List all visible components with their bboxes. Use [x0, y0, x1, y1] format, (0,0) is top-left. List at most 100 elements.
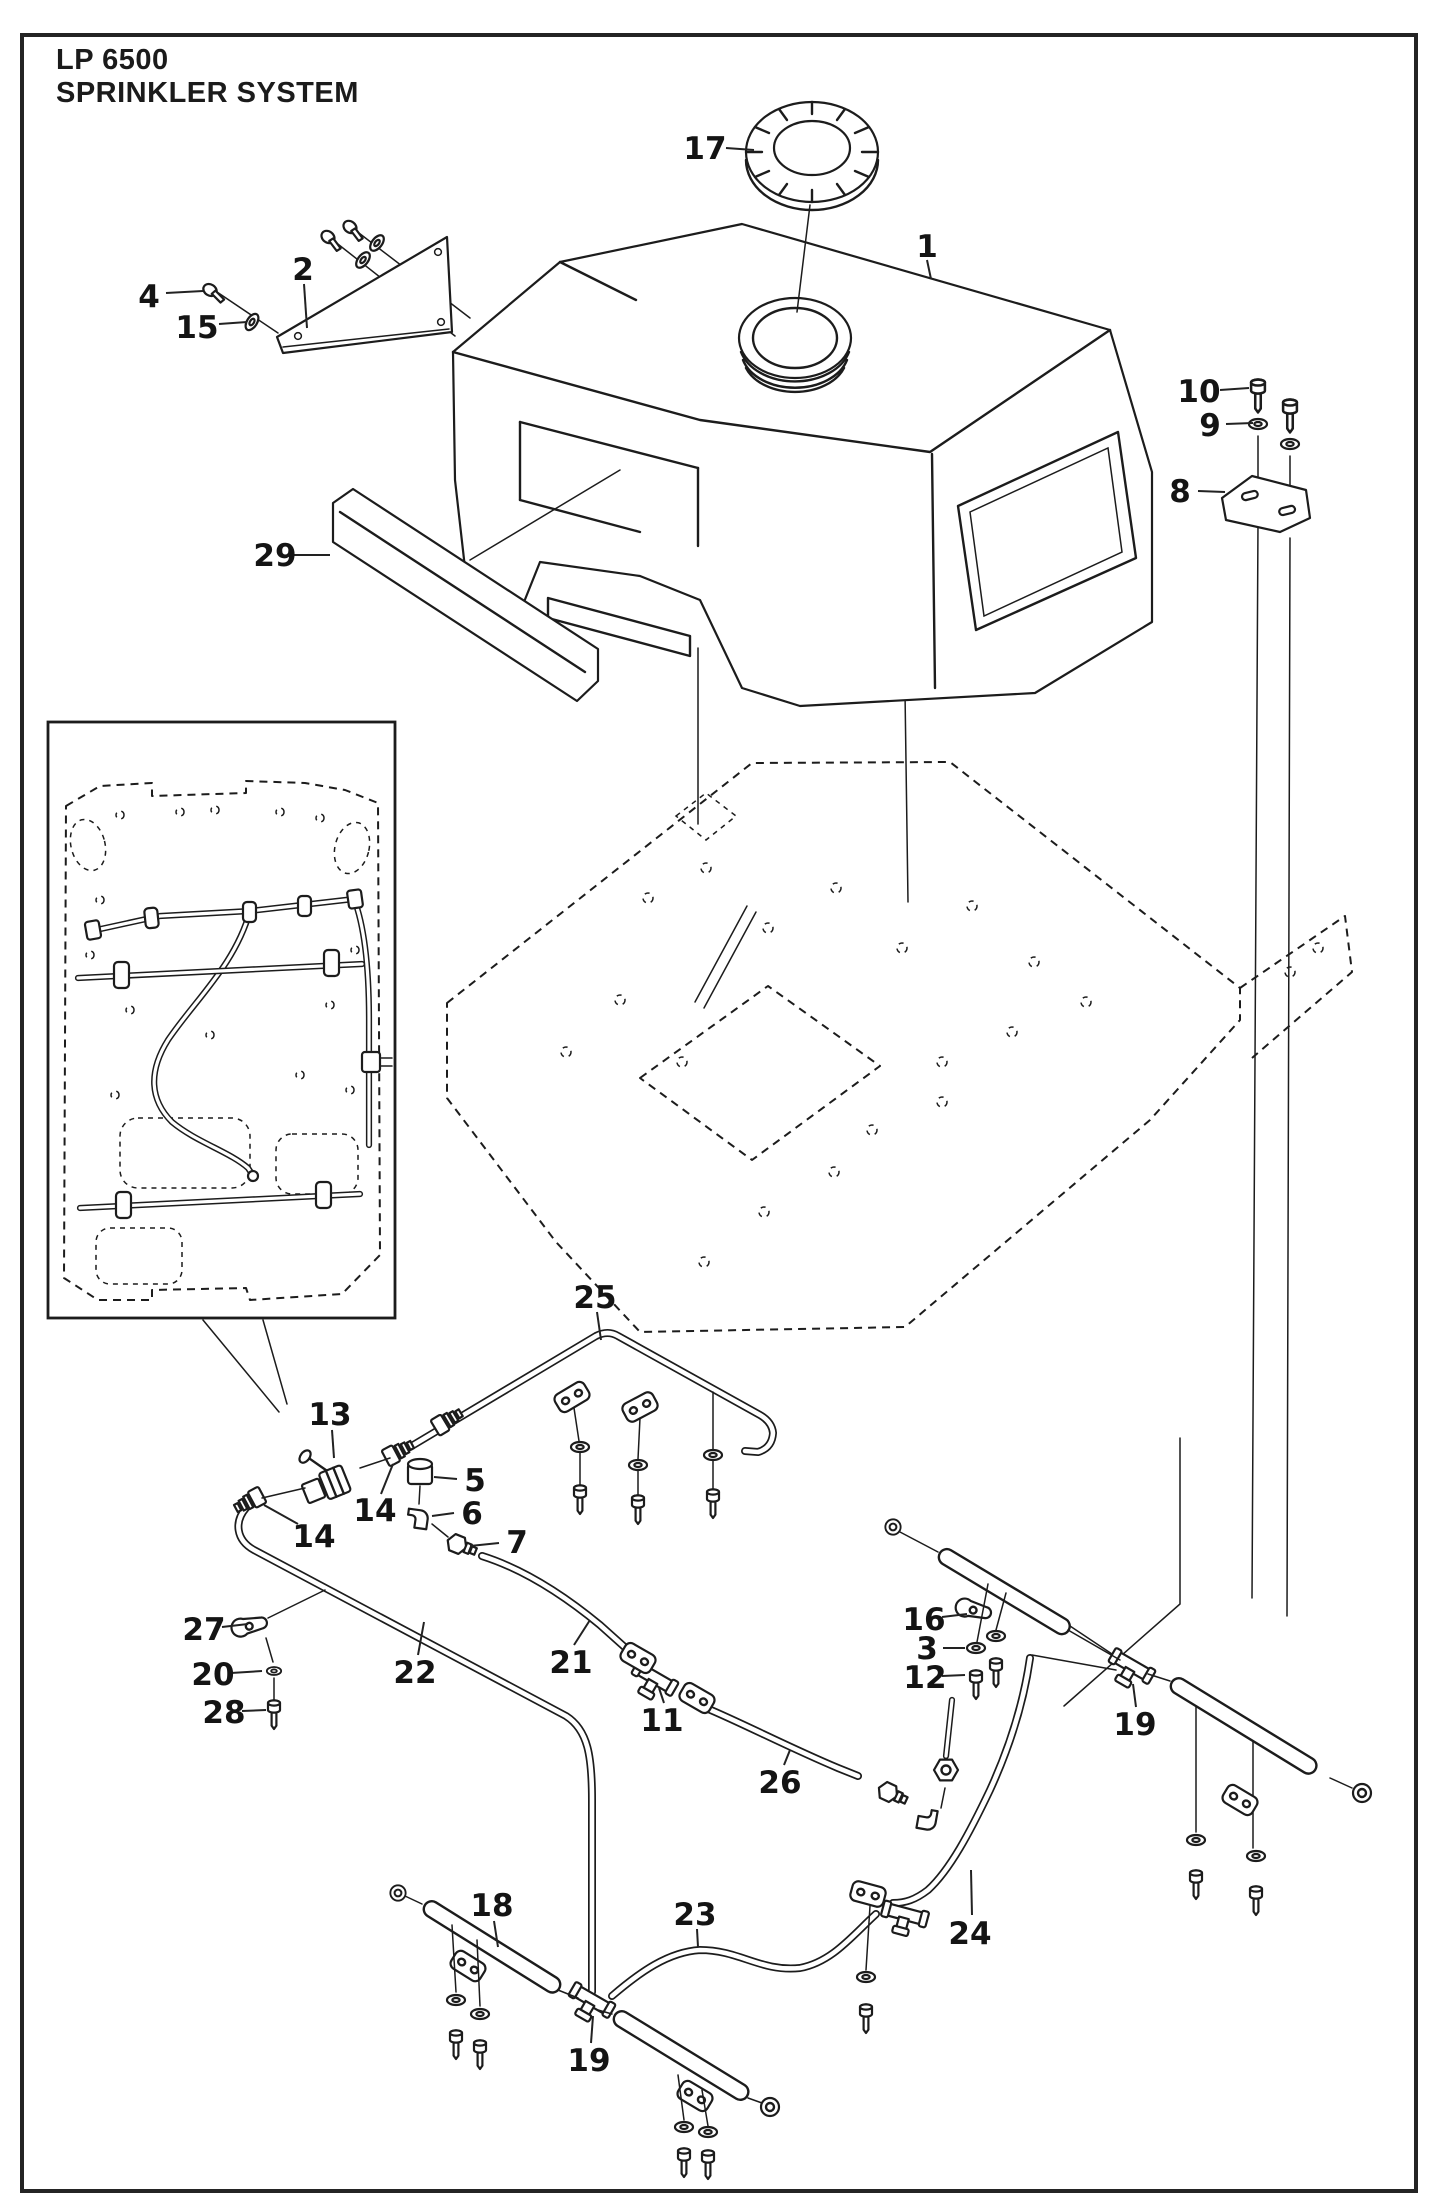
- leader-line: [725, 147, 755, 151]
- leader-line: [331, 1429, 335, 1459]
- part-label-23: 23: [673, 1897, 716, 1933]
- part-label-21: 21: [549, 1645, 592, 1681]
- tank-cap: [744, 100, 880, 313]
- part-label-10: 10: [1177, 374, 1220, 410]
- bolt: [1188, 1869, 1204, 1901]
- bolt: [705, 1488, 721, 1520]
- panel-washer: [366, 231, 388, 255]
- side-bar: [331, 469, 621, 703]
- leader-line: [1219, 387, 1250, 391]
- washer-3: [965, 1641, 987, 1655]
- bolt: [572, 1484, 588, 1516]
- part-label-7: 7: [506, 1525, 528, 1561]
- part-label-1: 1: [916, 229, 938, 265]
- fitting-14: [230, 1485, 268, 1518]
- washer: [985, 1629, 1007, 1643]
- part-label-14: 14: [353, 1493, 396, 1529]
- bolt: [858, 2003, 874, 2035]
- bolt: [700, 2149, 716, 2181]
- part-label-3: 3: [916, 1631, 938, 1667]
- union-tee: [876, 1899, 931, 1942]
- leader-line: [165, 290, 204, 294]
- part-label-22: 22: [393, 1655, 436, 1691]
- plug-5: [406, 1457, 434, 1486]
- leader-line: [417, 1621, 425, 1656]
- part-label-12: 12: [903, 1660, 946, 1696]
- washer: [855, 1970, 877, 1984]
- washer-20: [265, 1666, 283, 1676]
- part-label-19: 19: [567, 2043, 610, 2079]
- clamp: [617, 1639, 659, 1677]
- tee-fittings: [560, 1639, 1158, 2035]
- bolt-10: [1249, 378, 1267, 414]
- part-label-19: 19: [1113, 1707, 1156, 1743]
- bolt: [988, 1657, 1004, 1689]
- part-label-8: 8: [1169, 474, 1191, 510]
- section-name: SPRINKLER SYSTEM: [56, 77, 359, 109]
- leader-line: [1132, 1683, 1137, 1708]
- washer: [1185, 1833, 1207, 1847]
- leader-line: [658, 1687, 665, 1704]
- panel-washer: [352, 248, 374, 272]
- part-label-13: 13: [308, 1397, 351, 1433]
- end-cap: [389, 1884, 407, 1902]
- panel-screw: [317, 227, 346, 253]
- filler-neck: [737, 296, 853, 394]
- bolt-12: [968, 1669, 984, 1701]
- washer: [673, 2120, 695, 2134]
- leader-line: [783, 1749, 791, 1766]
- elbow-6: [405, 1507, 430, 1531]
- end-cap: [1351, 1782, 1373, 1804]
- bolt: [676, 2147, 692, 2179]
- union: [874, 1778, 911, 1810]
- leader-line: [590, 2015, 594, 2044]
- bolt: [1248, 1885, 1264, 1917]
- part-label-29: 29: [253, 538, 296, 574]
- leader-line: [493, 1920, 499, 1948]
- spray-bars: [389, 1518, 1373, 2181]
- mount-panel: [200, 217, 471, 355]
- washer: [627, 1458, 649, 1472]
- bolt: [472, 2039, 488, 2071]
- cap-teeth: [744, 100, 880, 204]
- model-name: LP 6500: [56, 44, 169, 76]
- part-label-28: 28: [202, 1695, 245, 1731]
- tube-25-assembly: [230, 1329, 777, 1561]
- part-label-17: 17: [683, 131, 726, 167]
- part-label-14: 14: [292, 1519, 335, 1555]
- leader-line: [433, 1476, 458, 1480]
- leader-line: [230, 1670, 263, 1674]
- leader-line: [241, 1709, 267, 1712]
- part-label-18: 18: [470, 1888, 513, 1924]
- leader-line: [573, 1619, 591, 1646]
- elbow: [915, 1806, 939, 1832]
- leader-line: [596, 1311, 602, 1341]
- pclip-16: [952, 1595, 995, 1626]
- part-label-4: 4: [138, 279, 160, 315]
- part-label-11: 11: [640, 1703, 683, 1739]
- clamp: [847, 1878, 889, 1910]
- clamp-27-group: [229, 1589, 326, 1731]
- washer-9b: [1279, 437, 1301, 451]
- leader-line: [303, 283, 308, 329]
- page-title: LP 6500 SPRINKLER SYSTEM: [56, 44, 359, 110]
- valve-13: [298, 1449, 352, 1505]
- hex-fitting: [932, 1758, 960, 1782]
- part-label-2: 2: [292, 252, 314, 288]
- leader-line: [941, 1613, 968, 1618]
- tank-bracket: [1220, 378, 1312, 534]
- washer: [702, 1448, 724, 1462]
- screw-4: [200, 280, 229, 305]
- leader-line: [469, 1542, 500, 1547]
- chassis-holes: [560, 862, 1324, 1268]
- washer: [469, 2007, 491, 2021]
- part-label-25: 25: [573, 1280, 616, 1316]
- leader-line: [970, 1869, 973, 1916]
- washer: [445, 1993, 467, 2007]
- bolt: [448, 2029, 464, 2061]
- part-label-5: 5: [464, 1463, 486, 1499]
- end-cap: [884, 1518, 902, 1536]
- hoses: [234, 1504, 1117, 2000]
